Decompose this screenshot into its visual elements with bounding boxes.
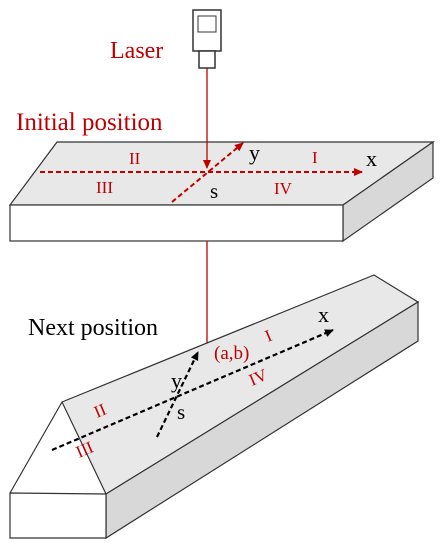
initial-front-face	[9, 204, 344, 242]
next-x-label: x	[318, 302, 329, 327]
laser-label: Laser	[110, 38, 163, 64]
next-top-face	[61, 274, 420, 495]
initial-quadrant-3: III	[96, 178, 113, 197]
initial-block	[8, 140, 435, 243]
initial-y-label: y	[249, 140, 260, 165]
next-point-label: (a,b)	[214, 343, 249, 364]
next-origin-label: s	[177, 400, 185, 424]
initial-quadrant-2: II	[129, 149, 141, 168]
next-front-face	[9, 492, 107, 539]
initial-position-label: Initial position	[16, 109, 163, 136]
next-position-label: Next position	[28, 315, 158, 341]
initial-origin-label: s	[210, 179, 218, 203]
initial-y-axis	[171, 142, 244, 203]
initial-x-label: x	[366, 146, 377, 171]
next-x-axis	[51, 328, 334, 452]
next-quadrant-3: III	[73, 437, 96, 461]
initial-quadrant-4: IV	[274, 179, 293, 198]
laser-emitter-icon	[192, 9, 222, 69]
initial-quadrant-1: I	[312, 148, 318, 167]
next-y-label: y	[171, 368, 182, 393]
